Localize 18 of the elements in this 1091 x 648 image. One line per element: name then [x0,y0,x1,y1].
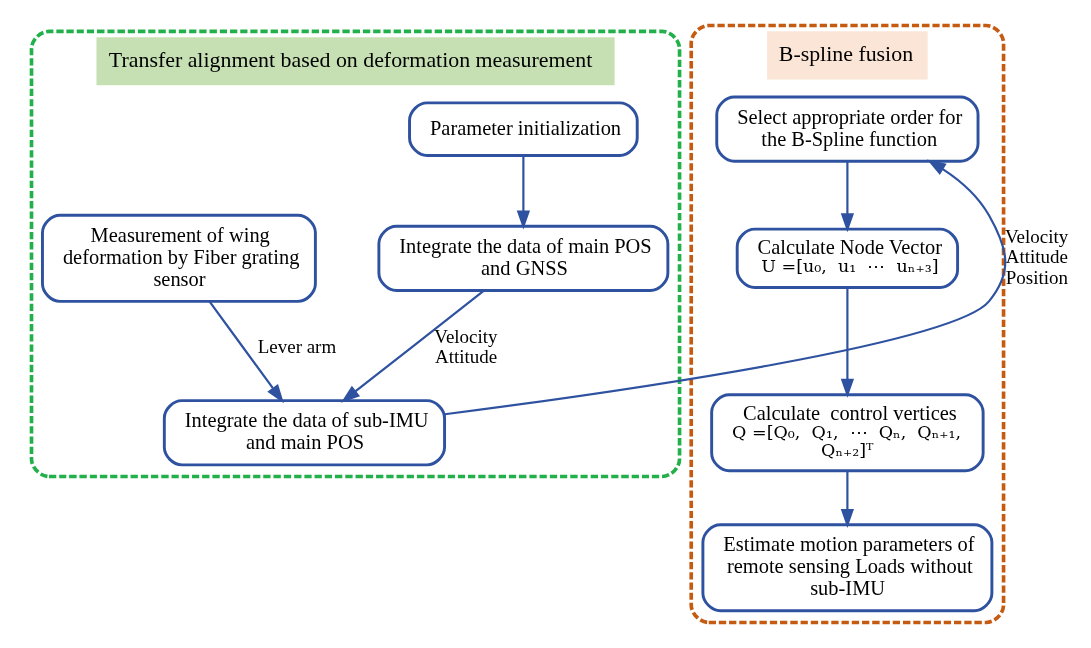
arrow [208,301,284,404]
node-box: Parameter initialization [407,101,639,157]
node-box: Select appropriate order for the B-Spline function [714,95,979,163]
arrow [840,471,854,528]
arrow [444,159,1006,416]
node-box: Integrate the data of main POS and GNSS [376,224,669,292]
edge-label: Velocity Attitude [433,325,498,368]
node-box: Calculate control vertices Q =[Q₀, Q₁, ⋯ Qₙ, Qₙ₊₁, Qₙ₊₂]ᵀ [709,393,985,473]
edge-label: Lever arm [257,336,336,358]
arrow [516,155,530,230]
arrow [840,161,854,233]
arrow [840,287,854,398]
node-box: Measurement of wing deformation by Fiber grating sensor [40,213,317,303]
edge-label: Velocity Attitude Position [1004,225,1068,288]
node-box: Integrate the data of sub-IMU and main POS [162,399,446,467]
node-box: Estimate motion parameters of remote sensing Loads without sub-IMU [700,523,993,613]
node-box: Calculate Node Vector U =[u₀, u₁ ⋯ uₙ₊₃] [735,227,959,289]
arrow [340,289,485,403]
